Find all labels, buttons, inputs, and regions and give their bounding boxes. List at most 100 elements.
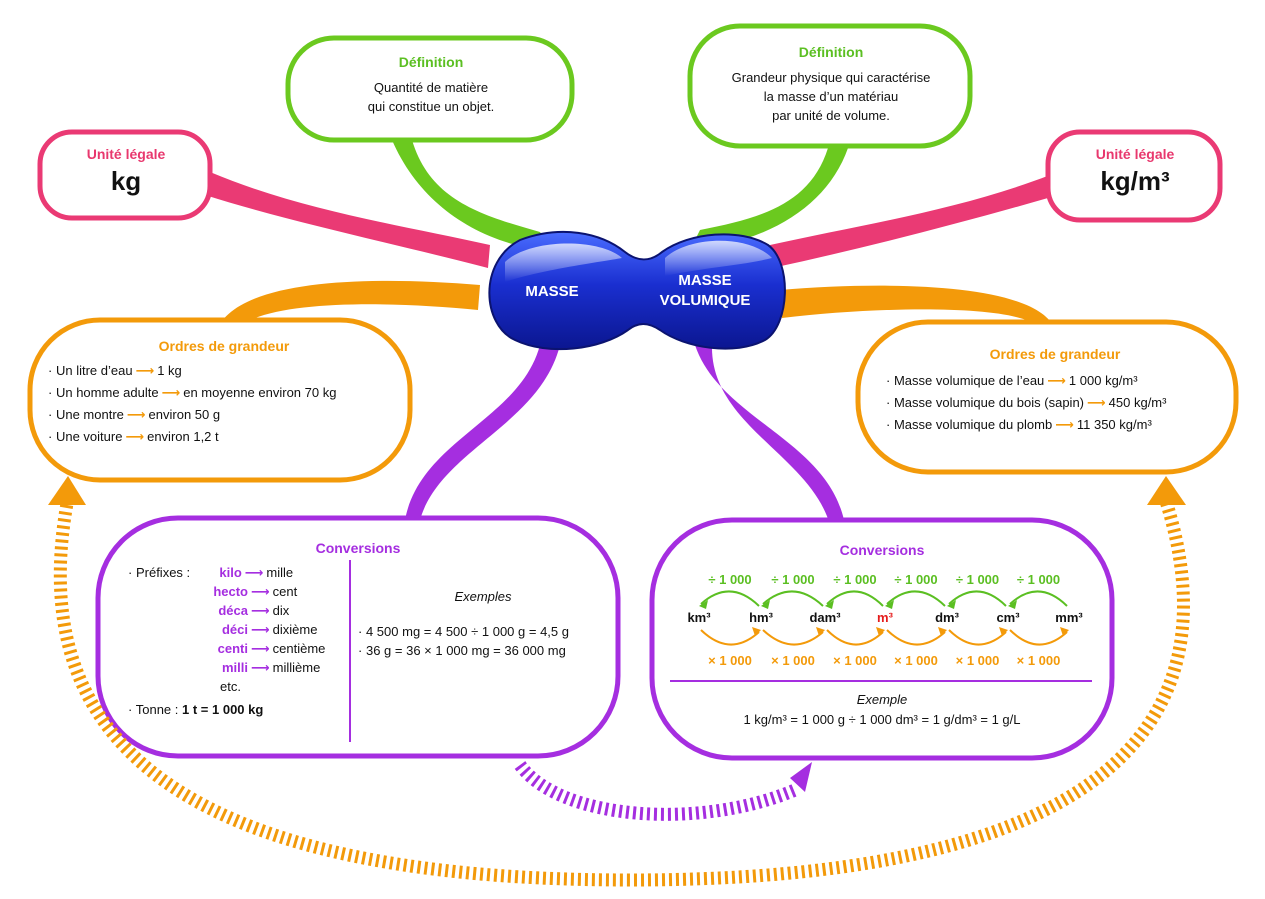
orders-title: Ordres de grandeur: [158, 338, 290, 354]
arrow-right-icon: ⟶: [251, 603, 270, 618]
prefix-name: déci: [221, 622, 248, 637]
prefix-row: hecto⟶cent: [128, 582, 348, 601]
def-left-box: [285, 35, 575, 143]
list-item: · Une voiture⟶environ 1,2 t: [48, 426, 404, 448]
multiply-arc: [1009, 629, 1068, 646]
definition-masse-volumique: Définition Grandeur physique qui caracté…: [694, 44, 968, 125]
arrowhead-outer-left: [48, 476, 86, 505]
center-label-masse: MASSE: [525, 283, 579, 300]
example-line: · 4 500 mg = 4 500 ÷ 1 000 g = 4,5 g: [358, 622, 608, 641]
example-title: Exemple: [856, 692, 908, 707]
divide-arc: [1009, 590, 1068, 607]
dashed-arrow-purple: [514, 760, 798, 821]
branch-orange-left: [215, 280, 480, 335]
bullet: ·: [886, 373, 891, 388]
center-label-line2: VOLUMIQUE: [659, 292, 751, 309]
item-label: Masse volumique de l’eau: [893, 373, 1045, 388]
arrow-right-icon: ⟶: [1087, 395, 1106, 410]
example-text: 4 500 mg = 4 500 ÷ 1 000 g = 4,5 g: [365, 624, 569, 639]
multiply-arc: [948, 629, 1007, 646]
unit-right-box: [1045, 129, 1223, 223]
prefix-row: · Préfixes : kilo⟶mille: [128, 563, 348, 582]
volume-unit-3: m³: [877, 610, 893, 625]
multiply-label: × 1 000: [833, 653, 877, 668]
prefix-meaning: cent: [272, 584, 298, 599]
conversions-volume-title: Conversions: [654, 542, 1110, 558]
multiply-arrowhead: [876, 627, 885, 636]
branch-pink-left: [205, 172, 490, 268]
volume-unit-4: dm³: [935, 610, 959, 625]
example-text: 1 kg/m³ = 1 000 g ÷ 1 000 dm³ = 1 g/dm³ …: [743, 712, 1021, 727]
list-item: · Masse volumique du plomb⟶11 350 kg/m³: [886, 414, 1230, 436]
prefix-name: milli: [221, 660, 248, 675]
multiply-label: × 1 000: [955, 653, 1000, 668]
unit-value: kg: [110, 166, 142, 196]
arrow-right-icon: ⟶: [1047, 373, 1066, 388]
multiply-arrowhead: [938, 627, 947, 636]
examples-block: Exemples · 4 500 mg = 4 500 ÷ 1 000 g = …: [358, 589, 608, 660]
bullet: ·: [48, 385, 53, 400]
definition-line: la masse d’un matériau: [763, 89, 899, 104]
list-item: · Un litre d’eau⟶1 kg: [48, 360, 404, 382]
conversions-masse-title: Conversions: [100, 540, 616, 556]
multiply-label: × 1 000: [1016, 653, 1061, 668]
orders-right-box: [855, 319, 1239, 475]
arrow-right-icon: ⟶: [251, 584, 270, 599]
branch-purple-left: [405, 345, 560, 520]
arrow-right-icon: ⟶: [251, 660, 270, 675]
divide-label: ÷ 1 000: [1016, 572, 1061, 587]
example-line: · 36 g = 36 × 1 000 mg = 36 000 mg: [358, 641, 608, 660]
dashed-arrow-outer: [53, 496, 1190, 887]
definition-title: Définition: [798, 44, 864, 60]
bullet: ·: [358, 643, 363, 658]
item-label: Masse volumique du bois (sapin): [893, 395, 1085, 410]
divide-label: ÷ 1 000: [955, 572, 1000, 587]
bullet: ·: [128, 702, 133, 717]
orders-left-box: [27, 317, 413, 483]
definition-line: qui constitue un objet.: [367, 99, 495, 114]
branch-pink-right: [770, 175, 1055, 268]
prefix-list: · Préfixes : kilo⟶mille hecto⟶cent déca⟶…: [128, 563, 348, 719]
conversion-arcs: [699, 590, 1069, 646]
multiply-label: × 1 000: [708, 653, 752, 668]
arrowhead-purple: [790, 762, 812, 792]
center-label-line1: MASSE: [678, 272, 732, 289]
list-item: · Masse volumique du bois (sapin)⟶450 kg…: [886, 392, 1230, 414]
arrow-right-icon: ⟶: [251, 622, 270, 637]
branch-green-right: [690, 148, 848, 250]
definition-masse: Définition Quantité de matière qui const…: [292, 54, 570, 116]
orders-masse-volumique: Ordres de grandeur · Masse volumique de …: [880, 346, 1230, 436]
prefix-row: centi⟶centième: [128, 639, 348, 658]
prefix-row: déci⟶dixième: [128, 620, 348, 639]
multiply-arrowhead: [1060, 627, 1069, 636]
definition-text: Grandeur physique qui caractérise la mas…: [694, 68, 968, 125]
multiply-arrowhead: [816, 627, 825, 636]
item-value: en moyenne environ 70 kg: [183, 385, 337, 400]
multiply-arc: [700, 629, 760, 646]
prefix-name: déca: [218, 603, 248, 618]
multiply-arrowhead: [999, 627, 1008, 636]
unit-title: Unité légale: [86, 146, 166, 162]
bullet: ·: [48, 407, 53, 422]
examples-title: Exemples: [454, 589, 512, 604]
item-label: Une montre: [55, 407, 124, 422]
divide-arc: [826, 590, 884, 607]
bullet: ·: [358, 624, 363, 639]
volume-example: Exemple 1 kg/m³ = 1 000 g ÷ 1 000 dm³ = …: [660, 692, 1104, 727]
multiply-arc: [762, 629, 824, 646]
item-value: environ 50 g: [148, 407, 221, 422]
arrow-right-icon: ⟶: [1055, 417, 1074, 432]
prefix-name: kilo: [219, 565, 242, 580]
divide-arrowhead: [947, 600, 956, 609]
unit-masse: Unité légale kg: [42, 146, 210, 197]
divide-label: ÷ 1 000: [771, 572, 815, 587]
branch-orange-right: [780, 285, 1055, 330]
bullet: ·: [48, 429, 53, 444]
conv-left-box: [95, 515, 621, 759]
divide-label: ÷ 1 000: [708, 572, 752, 587]
unit-title: Unité légale: [1095, 146, 1175, 162]
prefixes-label: Préfixes :: [135, 565, 191, 580]
tonne-row: · Tonne : 1 t = 1 000 kg: [128, 700, 348, 719]
prefix-meaning: millième: [272, 660, 321, 675]
